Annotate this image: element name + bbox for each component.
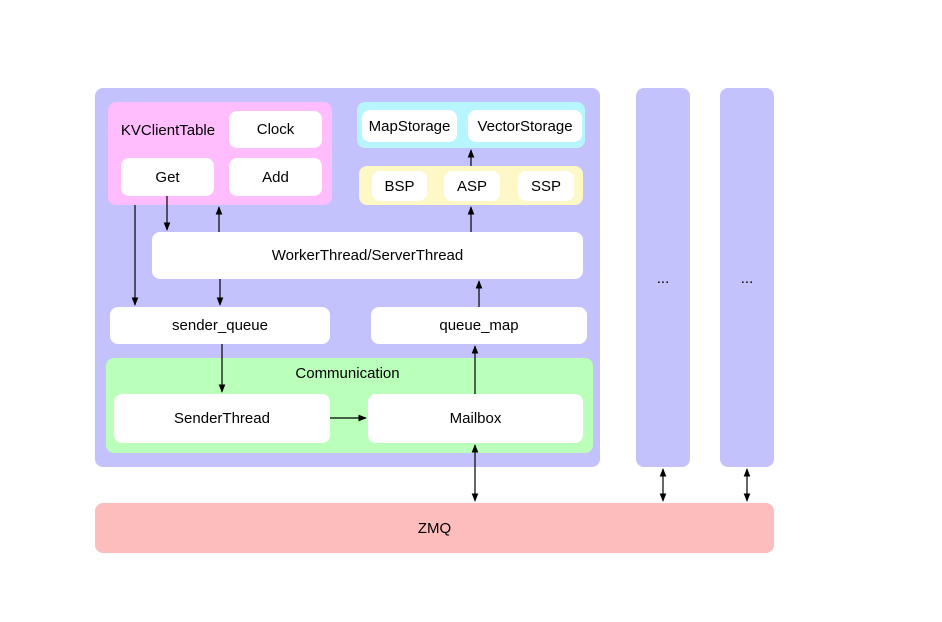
sender-thread-box: SenderThread — [114, 394, 330, 443]
bsp-box: BSP — [372, 171, 427, 201]
get-box: Get — [121, 158, 214, 196]
worker-server-thread-box: WorkerThread/ServerThread — [152, 232, 583, 279]
other-node-panel-2: ... — [720, 88, 774, 467]
clock-box: Clock — [229, 111, 322, 148]
kvclient-table-title: KVClientTable — [120, 121, 216, 139]
zmq-bar: ZMQ — [95, 503, 774, 553]
sender-queue-box: sender_queue — [110, 307, 330, 344]
other-node-ellipsis-2: ... — [740, 270, 754, 287]
other-node-panel-1: ... — [636, 88, 690, 467]
map-storage-box: MapStorage — [362, 110, 457, 142]
ssp-box: SSP — [518, 171, 574, 201]
mailbox-box: Mailbox — [368, 394, 583, 443]
asp-box: ASP — [444, 171, 500, 201]
add-box: Add — [229, 158, 322, 196]
other-node-ellipsis-1: ... — [656, 270, 670, 287]
vector-storage-box: VectorStorage — [468, 110, 582, 142]
queue-map-box: queue_map — [371, 307, 587, 344]
communication-title: Communication — [295, 364, 400, 382]
